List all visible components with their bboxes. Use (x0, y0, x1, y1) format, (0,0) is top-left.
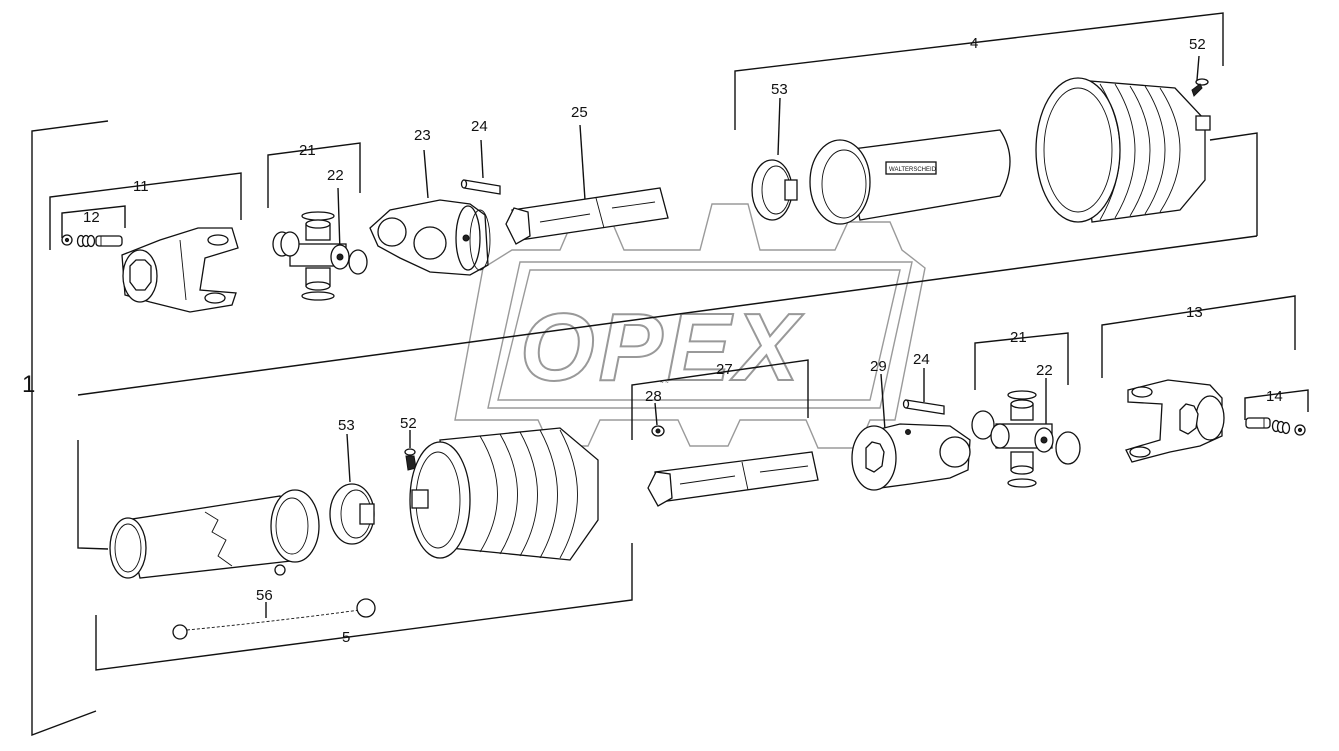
bearing-ring-bottom (329, 483, 375, 545)
label-profile-tube-top: 25 (571, 104, 588, 121)
pin-top (460, 179, 501, 195)
label-pin-top: 24 (471, 118, 488, 135)
label-assembly: 1 (22, 371, 35, 398)
label-cross-bottom: 22 (1036, 362, 1053, 379)
guard-tube-bottom (109, 489, 320, 579)
inner-yoke-bottom (851, 423, 971, 491)
bearing-ring-top (751, 159, 798, 221)
opex-watermark: OPEX (454, 203, 926, 449)
profile-tube-bottom: ~ ~ (647, 380, 819, 507)
label-yoke-right: 13 (1186, 304, 1203, 321)
label-bolt-set-right: 14 (1266, 388, 1283, 405)
label-cross-top: 22 (327, 167, 344, 184)
pin-bottom (902, 399, 945, 415)
label-inner-yoke-bottom: 29 (870, 358, 887, 375)
label-screw-bottom: 52 (400, 415, 417, 432)
grease-nipple (651, 425, 665, 437)
inner-yoke-top (369, 199, 491, 276)
yoke-right (1125, 379, 1225, 463)
label-yoke-left: 11 (133, 178, 149, 195)
tube-marking: WALTERSCHEID (889, 167, 937, 173)
watermark-panel-inner (497, 269, 901, 401)
bracket-lines (31, 12, 1309, 737)
profile-tube-top (505, 187, 669, 245)
label-grease-nipple: 28 (645, 388, 662, 405)
part-labels: 1 11 12 21 22 23 24 25 53 4 52 13 14 21 … (22, 35, 1283, 646)
cross-kit-bottom (971, 390, 1081, 488)
bellows-top (1035, 77, 1211, 223)
label-chain: 56 (256, 587, 273, 604)
leader-lines (265, 55, 1200, 618)
label-cross-kit-bottom: 21 (1010, 329, 1027, 346)
label-cross-kit-top: 21 (299, 142, 316, 159)
cross-kit-top (272, 211, 368, 301)
yoke-left (121, 227, 239, 313)
watermark-text: OPEX (520, 294, 804, 401)
label-guard-half-top: 4 (970, 35, 978, 52)
label-inner-yoke-top: 23 (414, 127, 431, 144)
bolt-set-right (1245, 417, 1306, 436)
label-guard-half-bottom: 5 (342, 629, 350, 646)
watermark-panel (487, 261, 913, 409)
bolt-set-left (61, 234, 123, 248)
label-screw-top: 52 (1189, 36, 1206, 53)
bellows-bottom (409, 427, 599, 561)
guard-tube-top: WALTERSCHEID (809, 129, 1011, 225)
chain (172, 598, 376, 640)
label-bearing-ring-bottom: 53 (338, 417, 355, 434)
label-bolt-set-left: 12 (83, 209, 100, 226)
label-bearing-ring-top: 53 (771, 81, 788, 98)
tube-profile-marking: ~ ~ (660, 380, 669, 386)
label-pin-bottom: 24 (913, 351, 930, 368)
screw-top (1191, 78, 1209, 97)
screw-bottom (404, 448, 417, 471)
label-profile-tube-bottom: 27 (716, 361, 733, 378)
